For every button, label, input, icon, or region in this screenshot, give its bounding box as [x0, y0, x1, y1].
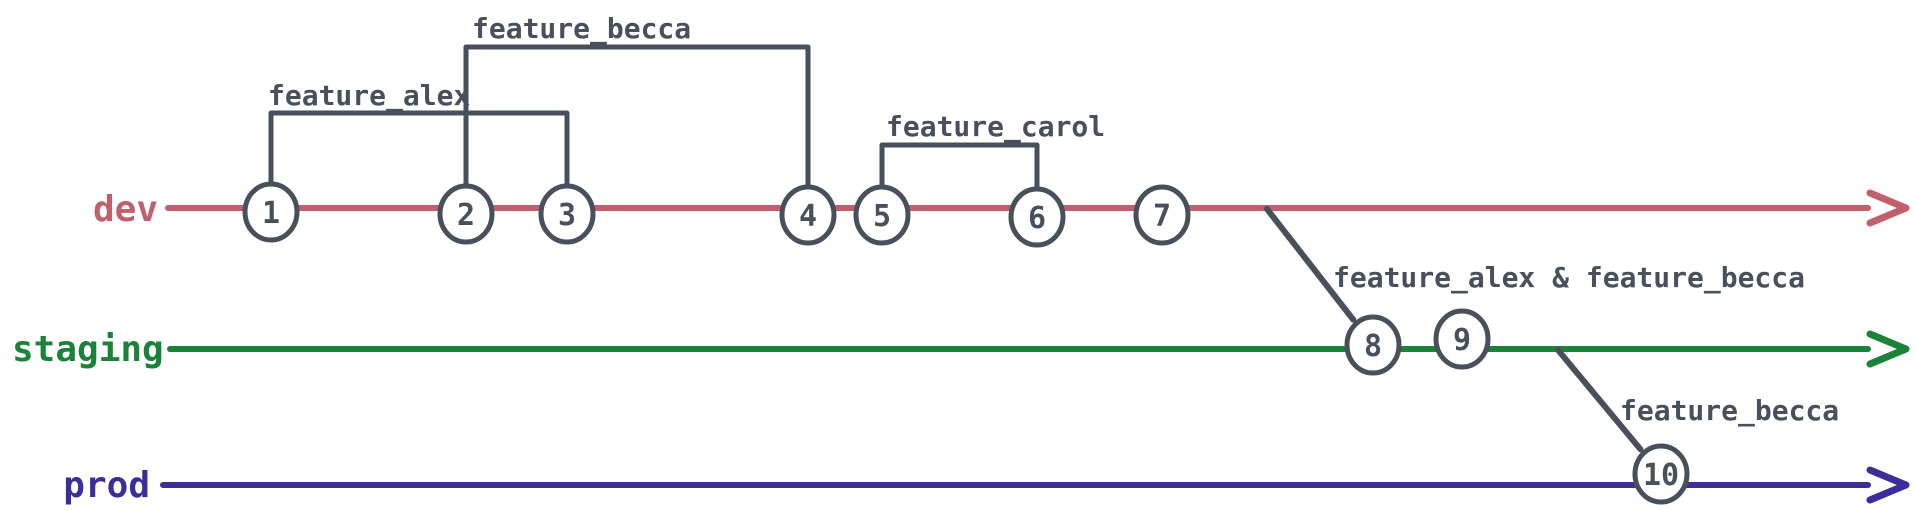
commit-number: 9 [1453, 323, 1471, 358]
commit-number: 4 [799, 199, 817, 234]
branch-label-staging: staging [12, 329, 164, 370]
commit-number: 7 [1153, 199, 1171, 234]
branch-label-prod: prod [63, 465, 150, 506]
merge-label: feature_becca [1620, 394, 1839, 427]
commit-node [779, 184, 837, 246]
commit-node [437, 183, 495, 245]
merge-line [1555, 347, 1644, 453]
feature-bracket [879, 142, 1040, 187]
commit-node [538, 183, 596, 245]
branch-label-dev: dev [93, 189, 158, 230]
merge-line [1264, 206, 1357, 323]
arrow-right-icon [1866, 189, 1910, 227]
commit-number: 6 [1028, 201, 1046, 236]
feature-branch-label: feature_alex [268, 79, 470, 112]
arrow-right-icon [1866, 330, 1910, 368]
feature-branch-label: feature_carol [886, 110, 1105, 143]
commit-number: 1 [262, 196, 280, 231]
arrow-right-icon [1866, 466, 1910, 504]
commit-node [1133, 184, 1191, 246]
commit-node [242, 181, 300, 243]
commit-node [1433, 308, 1491, 370]
commit-node [853, 184, 911, 246]
commit-node [1344, 314, 1402, 376]
commit-node [1008, 186, 1066, 248]
commit-number: 8 [1364, 329, 1382, 364]
feature-branch-label: feature_becca [472, 12, 691, 45]
feature-bracket [463, 44, 811, 185]
commit-number: 3 [558, 198, 576, 233]
commit-number: 10 [1643, 458, 1679, 493]
commit-number: 2 [457, 198, 475, 233]
merge-label: feature_alex & feature_becca [1333, 261, 1805, 294]
feature-bracket [268, 110, 570, 184]
commit-node [1632, 443, 1690, 505]
commit-number: 5 [873, 199, 891, 234]
